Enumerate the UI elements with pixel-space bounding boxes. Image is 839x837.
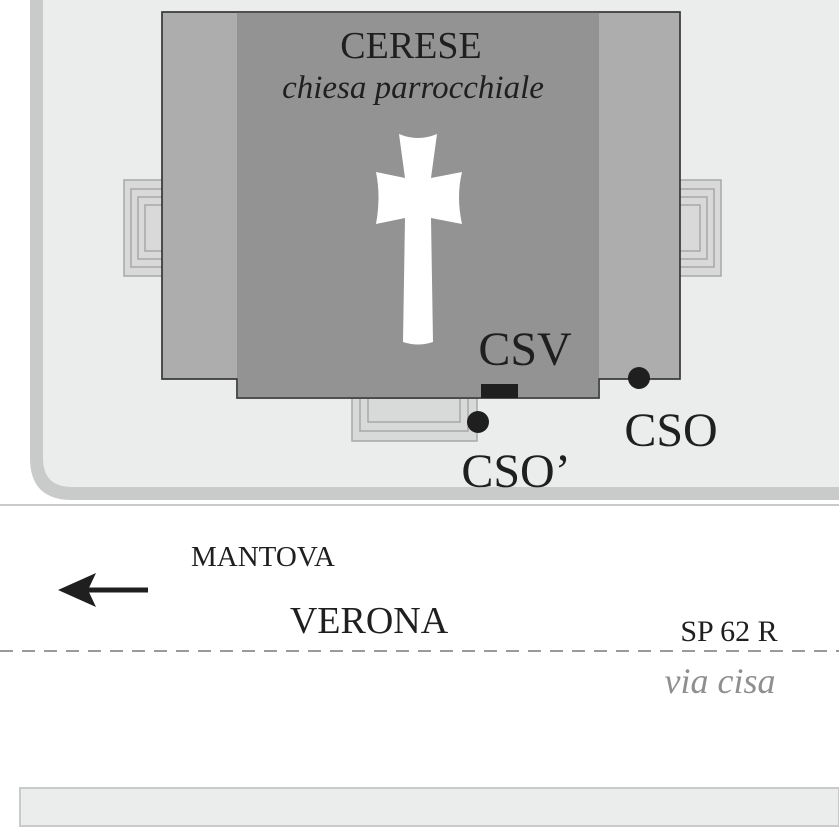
church-name: CERESE [340, 25, 481, 67]
left-side-steps [123, 179, 165, 277]
cso-label: CSO [624, 404, 717, 457]
front-steps [351, 397, 478, 442]
road-code-label: SP 62 R [680, 615, 777, 648]
csv-marker [481, 384, 518, 398]
direction-city-verona: VERONA [290, 600, 449, 642]
cso-prime-label: CSO’ [461, 445, 570, 498]
arrow-left-icon [58, 573, 148, 607]
csv-label: CSV [478, 323, 572, 376]
cso-marker [628, 367, 650, 389]
cross-icon [376, 134, 462, 345]
cso-prime-marker [467, 411, 489, 433]
right-side-steps [678, 179, 722, 277]
road-name-label: via cisa [665, 661, 776, 701]
church-subtitle: chiesa parrocchiale [282, 70, 544, 106]
direction-city-mantova: MANTOVA [191, 541, 335, 573]
road-edge-bottom [19, 787, 839, 827]
church-outline [161, 11, 681, 399]
